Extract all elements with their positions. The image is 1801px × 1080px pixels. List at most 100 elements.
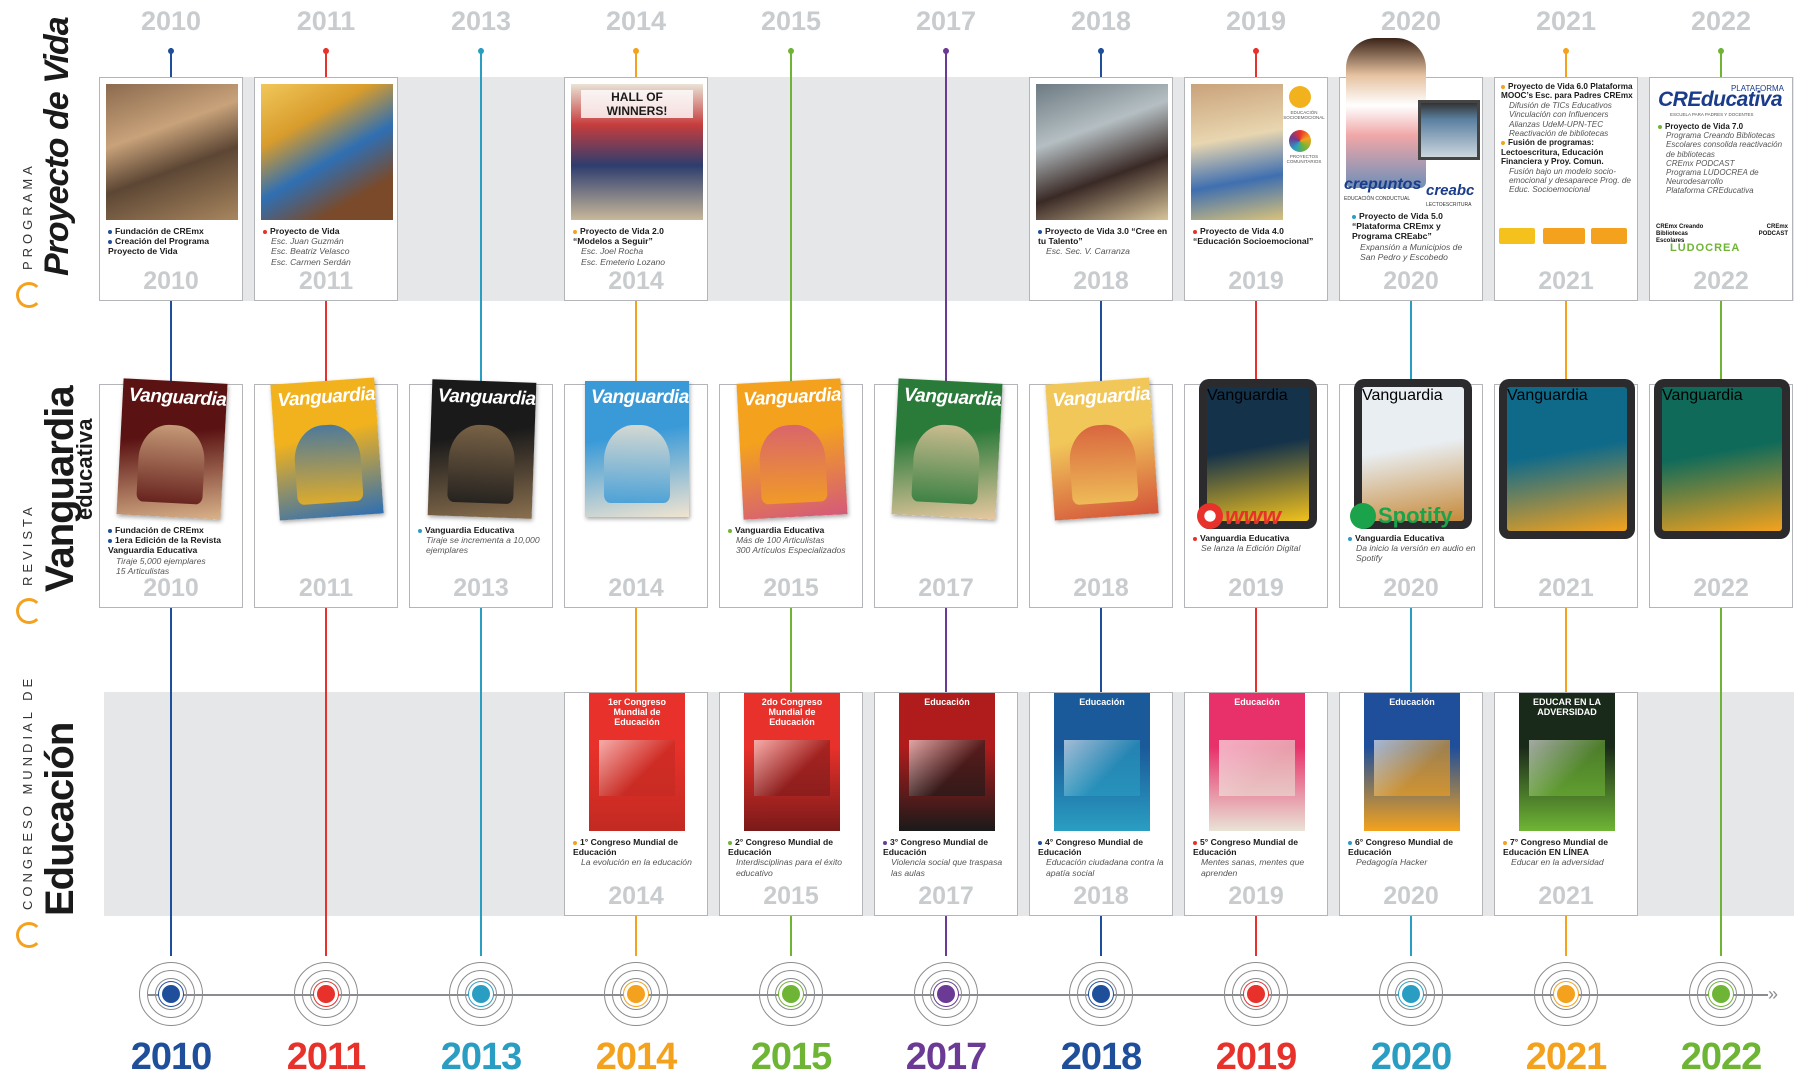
bullet-icon (573, 229, 577, 234)
marker-center (782, 985, 800, 1003)
marker-center (162, 985, 180, 1003)
card-heading-text: 2° Congreso Mundial de Educación (728, 837, 833, 858)
card-detail: Esc. Juan Guzmán (271, 236, 344, 247)
magazine-cover: Vanguardia (1507, 387, 1627, 531)
year-marker-icon[interactable] (1379, 962, 1443, 1026)
top-year-label: 2021 (1535, 6, 1597, 36)
year-marker-icon[interactable] (1689, 962, 1753, 1026)
marker-ring (914, 962, 978, 1026)
card-heading: Proyecto de Vida 2.0 “Modelos a Seguir” (573, 226, 703, 246)
year-marker-icon[interactable] (604, 962, 668, 1026)
year-marker-icon[interactable] (759, 962, 823, 1026)
marker-ring (930, 978, 962, 1010)
bottom-year-label: 2020 (1370, 1036, 1453, 1078)
card-year: 2022 (1693, 267, 1749, 295)
section-sub-label: educativa (72, 418, 97, 521)
magazine-title: Vanguardia (1507, 387, 1588, 404)
year-marker-icon[interactable] (449, 962, 513, 1026)
card-heading-text: Proyecto de Vida 2.0 “Modelos a Seguir” (573, 226, 664, 247)
card-year: 2017 (918, 574, 974, 602)
congress-poster: EDUCAR EN LA ADVERSIDAD (1519, 693, 1615, 831)
poster-art (753, 740, 831, 796)
card-year: 2021 (1538, 267, 1594, 295)
bullet-icon (1193, 840, 1197, 845)
congress-poster: 2do Congreso Mundial de Educación (744, 693, 840, 831)
year-marker-icon[interactable] (294, 962, 358, 1026)
globe-icon (1197, 503, 1223, 529)
section-small-label: PROGRAMA (20, 162, 35, 270)
crepuntos-caption: EDUCACIÓN CONDUCTUAL (1344, 196, 1411, 202)
magazine-title: Vanguardia (437, 385, 536, 410)
card-heading-text: Vanguardia Educativa (735, 525, 825, 535)
bullet-icon (1501, 141, 1505, 146)
marker-ring (1395, 978, 1427, 1010)
creducativa-logo: CREducativa (1658, 88, 1783, 111)
card-year: 2020 (1383, 882, 1439, 910)
card-detail: Se lanza la Edición Digital (1201, 543, 1301, 554)
year-marker-icon[interactable] (139, 962, 203, 1026)
year-marker-icon[interactable] (1069, 962, 1133, 1026)
card-proyecto-2021[interactable]: Proyecto de Vida 6.0 Plataforma MOOC’s E… (1494, 77, 1638, 301)
magazine-title: Vanguardia (1051, 383, 1151, 412)
marker-ring (465, 978, 497, 1010)
bullet-icon (418, 528, 422, 533)
top-year-label: 2018 (1070, 6, 1132, 36)
bottom-year-label: 2015 (750, 1036, 833, 1078)
card-congreso-2015[interactable]: 2do Congreso Mundial de Educación 2° Cong… (719, 692, 863, 916)
tablet-device: Vanguardia (1354, 379, 1472, 529)
top-dot (1253, 48, 1259, 54)
poster-art (1528, 740, 1606, 796)
marker-ring (1387, 970, 1435, 1018)
marker-ring (612, 970, 660, 1018)
marker-ring (1240, 978, 1272, 1010)
card-proyecto-2018[interactable]: Proyecto de Vida 3.0 “Cree en tu Talento… (1029, 77, 1173, 301)
poster-art (908, 740, 986, 796)
marker-center (1092, 985, 1110, 1003)
marker-ring (1085, 978, 1117, 1010)
card-revista-2018[interactable]: Vanguardia 2018 (1029, 377, 1173, 608)
magazine-cover: Vanguardia (427, 379, 537, 519)
card-heading-text: 1era Edición de la Revista Vanguardia Ed… (108, 535, 222, 556)
year-marker-icon[interactable] (1224, 962, 1288, 1026)
card-year: 2021 (1538, 882, 1594, 910)
card-year: 2018 (1073, 574, 1129, 602)
card-heading-text: Proyecto de Vida 7.0 (1665, 122, 1744, 131)
congress-poster: Educación (899, 693, 995, 831)
card-proyecto-2014[interactable]: HALL OF WINNERS!Proyecto de Vida 2.0 “Mo… (564, 77, 708, 301)
bottom-year-label: 2018 (1060, 1036, 1143, 1078)
spotify-icon (1350, 503, 1376, 529)
card-year: 2014 (608, 267, 664, 295)
card-year: 2020 (1383, 574, 1439, 602)
top-year-label: 2020 (1380, 6, 1442, 36)
podcast-logo: CREmx PODCAST (1758, 224, 1788, 237)
program-logo (1543, 228, 1585, 244)
card-detail: CREmx PODCAST (1666, 158, 1735, 168)
year-marker-icon[interactable] (914, 962, 978, 1026)
ludocrea-logo: LUDOCREA (1670, 242, 1741, 254)
year-marker-icon[interactable] (1534, 962, 1598, 1026)
